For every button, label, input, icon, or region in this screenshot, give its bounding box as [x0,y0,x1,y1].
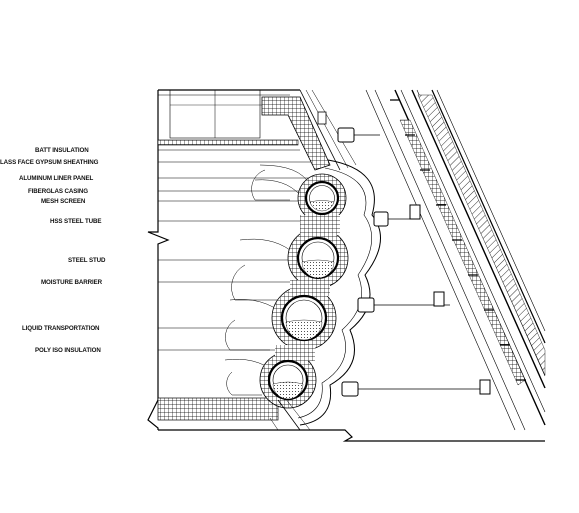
hss-tube-4 [267,359,309,401]
tube-chain [259,159,381,426]
label-steel-stud: STEEL STUD [68,257,106,264]
hss-tube-2 [296,236,340,280]
label-hss-steel-tube: HSS STEEL TUBE [50,218,101,225]
top-sheathing-band [261,89,357,171]
label-moisture-barrier: MOISTURE BARRIER [41,279,103,286]
label-aluminum-liner-panel: ALUMINUM LINER PANEL [19,175,94,182]
lower-termination [269,397,311,431]
label-poly-iso-insulation: POLY ISO INSULATION [35,347,101,354]
label-group: BATT INSULATION LASS FACE GYPSUM SHEATHI… [0,147,318,354]
facade-layers [365,89,546,431]
label-mesh-screen: MESH SCREEN [41,198,86,205]
label-fiberglas-casing: FIBERGLAS CASING [28,188,88,195]
anchor-brackets [317,111,491,397]
label-batt-insulation: BATT INSULATION [35,147,89,154]
hss-tube-1 [304,180,340,216]
label-liquid-transportation: LIQUID TRANSPORTATION [22,325,100,332]
hss-tube-3 [280,294,328,342]
label-glass-face-gypsum-sheathing: LASS FACE GYPSUM SHEATHING [0,159,99,166]
